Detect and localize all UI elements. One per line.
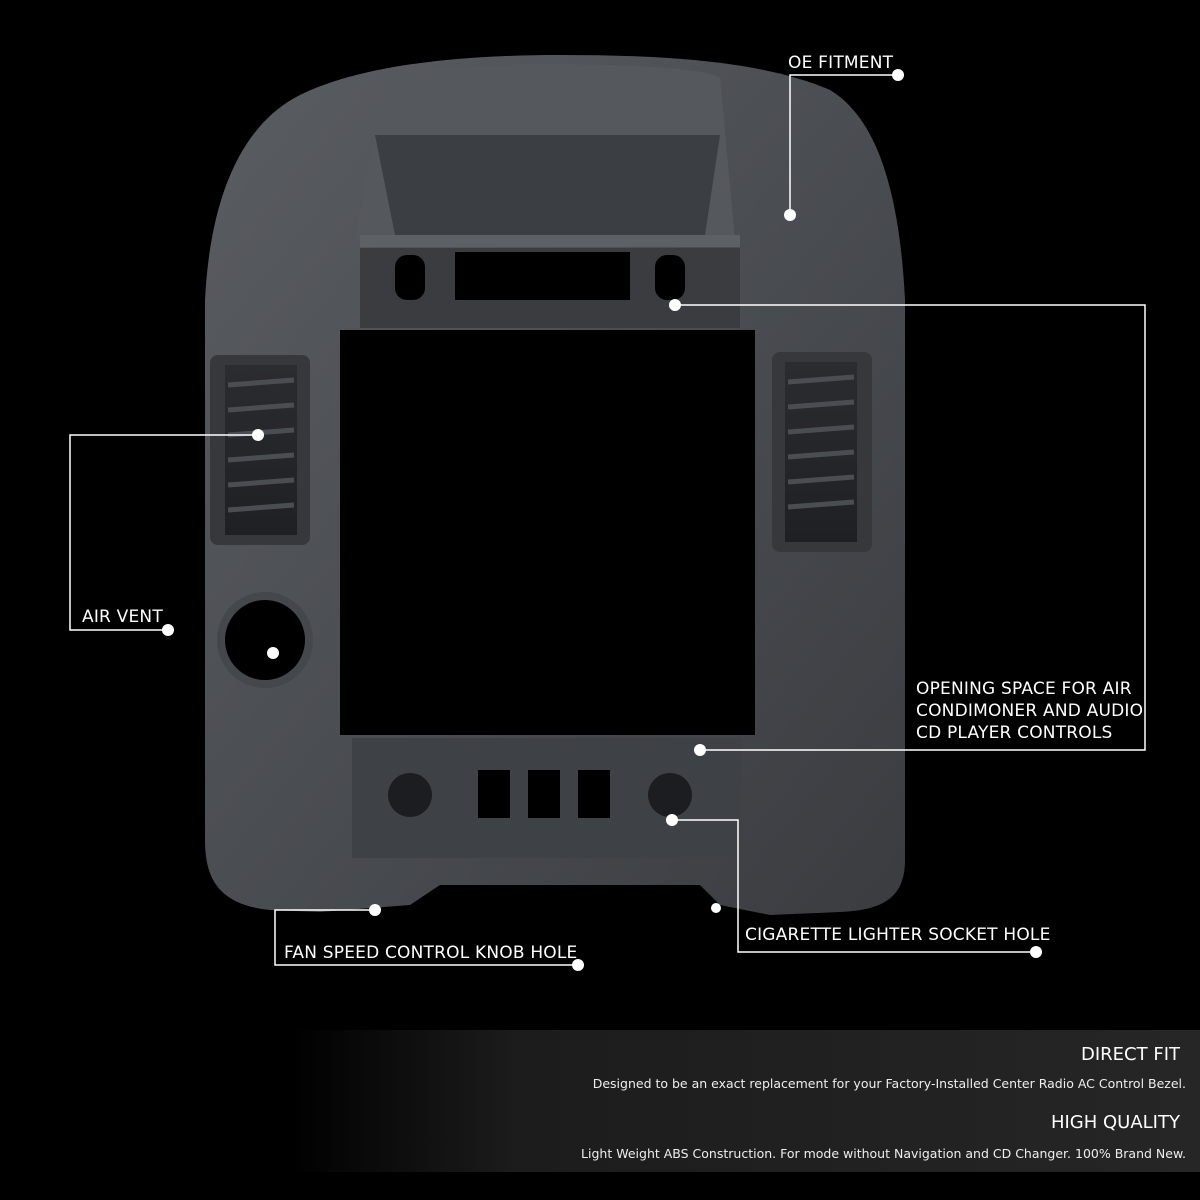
- high-quality-title: HIGH QUALITY: [1050, 1112, 1180, 1133]
- bracket-window: [455, 252, 630, 300]
- callout-cigarette-lighter: CIGARETTE LIGHTER SOCKET HOLE: [745, 925, 1051, 945]
- direct-fit-desc: Designed to be an exact replacement for …: [592, 1076, 1186, 1091]
- leader-lines: [69, 74, 1146, 966]
- direct-fit-title: DIRECT FIT: [1081, 1044, 1180, 1065]
- switch-hole-1: [478, 770, 510, 818]
- callout-opening-line-1: OPENING SPACE FOR AIR: [916, 679, 1132, 699]
- display-recess: [375, 135, 720, 235]
- callout-opening-line-2: CONDIMONER AND AUDIO: [916, 701, 1144, 721]
- callout-air-vent: AIR VENT: [82, 607, 163, 627]
- pocket-lip: [360, 235, 740, 247]
- info-panel: DIRECT FIT Designed to be an exact repla…: [290, 1030, 1200, 1172]
- high-quality-desc: Light Weight ABS Construction. For mode …: [581, 1146, 1186, 1161]
- bracket-slot-left: [395, 255, 425, 300]
- socket-right: [648, 773, 692, 817]
- callout-opening-line-3: CD PLAYER CONTROLS: [916, 723, 1113, 743]
- bracket-slot-right: [655, 255, 685, 300]
- callout-fan-speed: FAN SPEED CONTROL KNOB HOLE: [284, 943, 578, 963]
- knob-hole: [225, 600, 305, 680]
- callout-oe-fitment: OE FITMENT: [788, 53, 894, 73]
- switch-hole-3: [578, 770, 610, 818]
- switch-hole-2: [528, 770, 560, 818]
- callout-opening-space: OPENING SPACE FOR AIR CONDIMONER AND AUD…: [916, 678, 1156, 744]
- right-vent-louvers: [787, 374, 855, 510]
- main-opening: [340, 330, 755, 735]
- leader-dots: [162, 69, 1042, 971]
- socket-left: [388, 773, 432, 817]
